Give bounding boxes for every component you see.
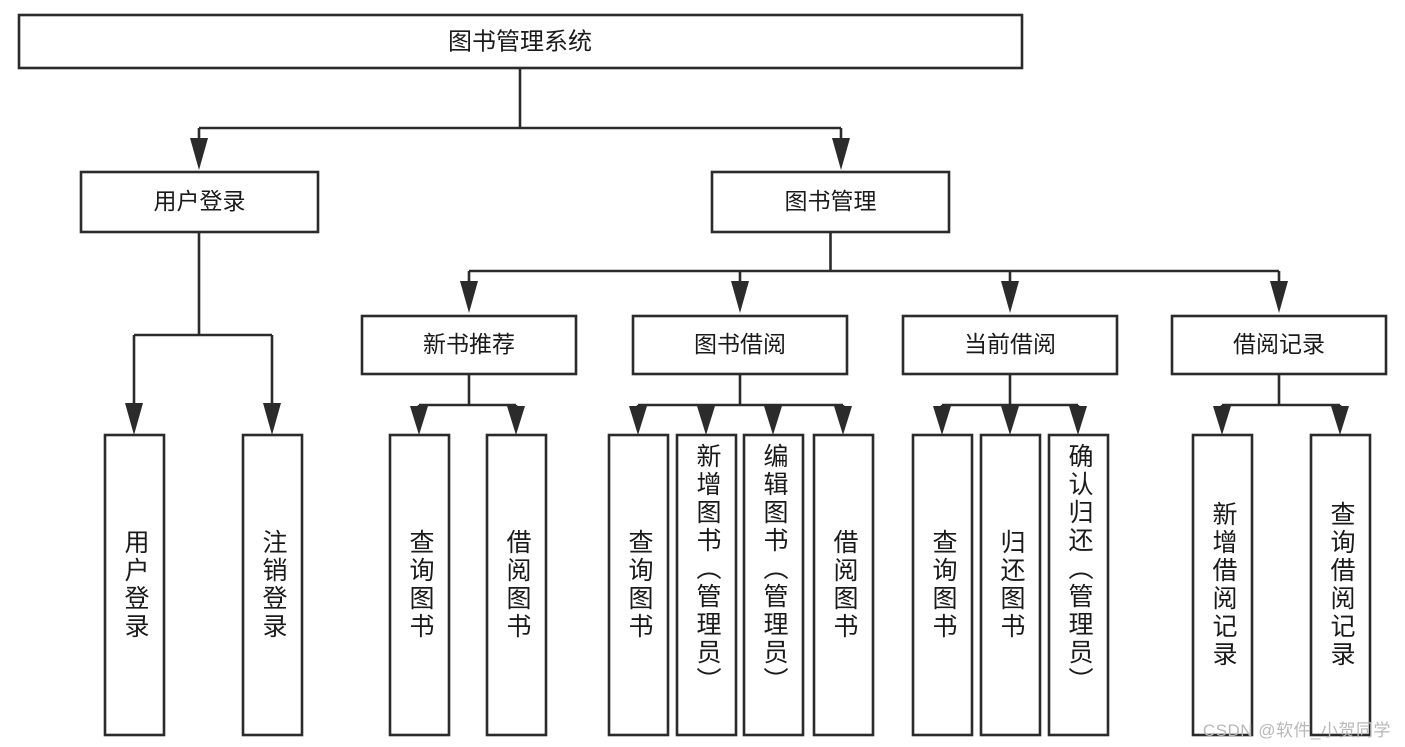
node-root[interactable]: 图书管理系统 [17,13,1024,70]
arrow-to-leaf-return-book [1001,406,1019,435]
leaf-box-user-login[interactable] [103,433,166,737]
arrow-to-new-book-recommend [460,281,478,313]
arrow-to-leaf-add-record [1213,406,1231,435]
csdn-watermark: CSDN @软件_小贺同学 [1202,721,1391,740]
arrow-to-leaf-borrow-book-2 [834,406,852,435]
connector-book-borrow-to-leaves [629,374,852,435]
node-current-borrow[interactable]: 当前借阅 [901,314,1119,376]
arrow-to-current-borrow [1001,281,1019,313]
arrow-to-leaf-query-book-1 [410,406,428,435]
connector-user-login-to-leaves [125,232,281,435]
connector-new-book-recommend-to-leaves [410,374,525,435]
node-root-label: 图书管理系统 [448,28,592,55]
arrow-to-leaf-confirm-return [1069,406,1087,435]
arrow-to-book-borrow [731,281,749,313]
arrow-to-leaf-query-book-2 [629,406,647,435]
leaf-box-query-book-1[interactable] [388,433,451,737]
leaf-box-query-record[interactable] [1309,433,1372,737]
leaf-box-return-book[interactable] [979,433,1042,737]
arrow-to-leaf-edit-book [764,406,782,435]
node-new-book-recommend[interactable]: 新书推荐 [360,314,578,376]
node-user-login[interactable]: 用户登录 [79,170,320,234]
node-current-borrow-label: 当前借阅 [964,331,1056,357]
node-new-book-recommend-box [360,314,578,376]
arrow-to-borrow-record [1270,281,1288,313]
node-current-borrow-box [901,314,1119,376]
node-book-borrow[interactable]: 图书借阅 [631,314,849,376]
arrow-to-leaf-query-record [1331,406,1349,435]
node-borrow-record-label: 借阅记录 [1233,331,1325,357]
leaf-box-borrow-book-2[interactable] [812,433,875,737]
connector-current-borrow-to-leaves [933,374,1087,435]
leaf-box-logout[interactable] [241,433,304,737]
leaf-box-add-book[interactable] [675,433,738,737]
arrow-to-book-manage [832,138,850,170]
leaf-box-query-book-2[interactable] [607,433,670,737]
node-book-borrow-label: 图书借阅 [694,331,786,357]
node-book-manage-label: 图书管理 [785,188,877,214]
leaf-box-edit-book[interactable] [742,433,805,737]
leaf-box-confirm-return[interactable] [1047,433,1110,737]
arrow-to-leaf-query-book-3 [933,406,951,435]
connector-book-manage-to-level3 [460,232,1288,313]
node-book-manage[interactable]: 图书管理 [710,170,951,234]
leaf-box-borrow-book-1[interactable] [485,433,548,737]
node-new-book-recommend-label: 新书推荐 [423,331,515,357]
node-borrow-record[interactable]: 借阅记录 [1170,314,1388,376]
arrow-to-leaf-borrow-book-1 [507,406,525,435]
leaf-box-add-record[interactable] [1191,433,1254,737]
node-user-login-label: 用户登录 [154,188,246,214]
node-root-box [17,13,1024,70]
connector-borrow-record-to-leaves [1213,374,1349,435]
arrow-to-user-login [190,138,208,170]
arrow-to-leaf-user-login [125,403,143,435]
arrow-to-leaf-logout [263,403,281,435]
connector-root-to-level2 [190,68,850,170]
leaf-box-query-book-3[interactable] [911,433,974,737]
node-user-login-box [79,170,320,234]
arrow-to-leaf-add-book [697,406,715,435]
